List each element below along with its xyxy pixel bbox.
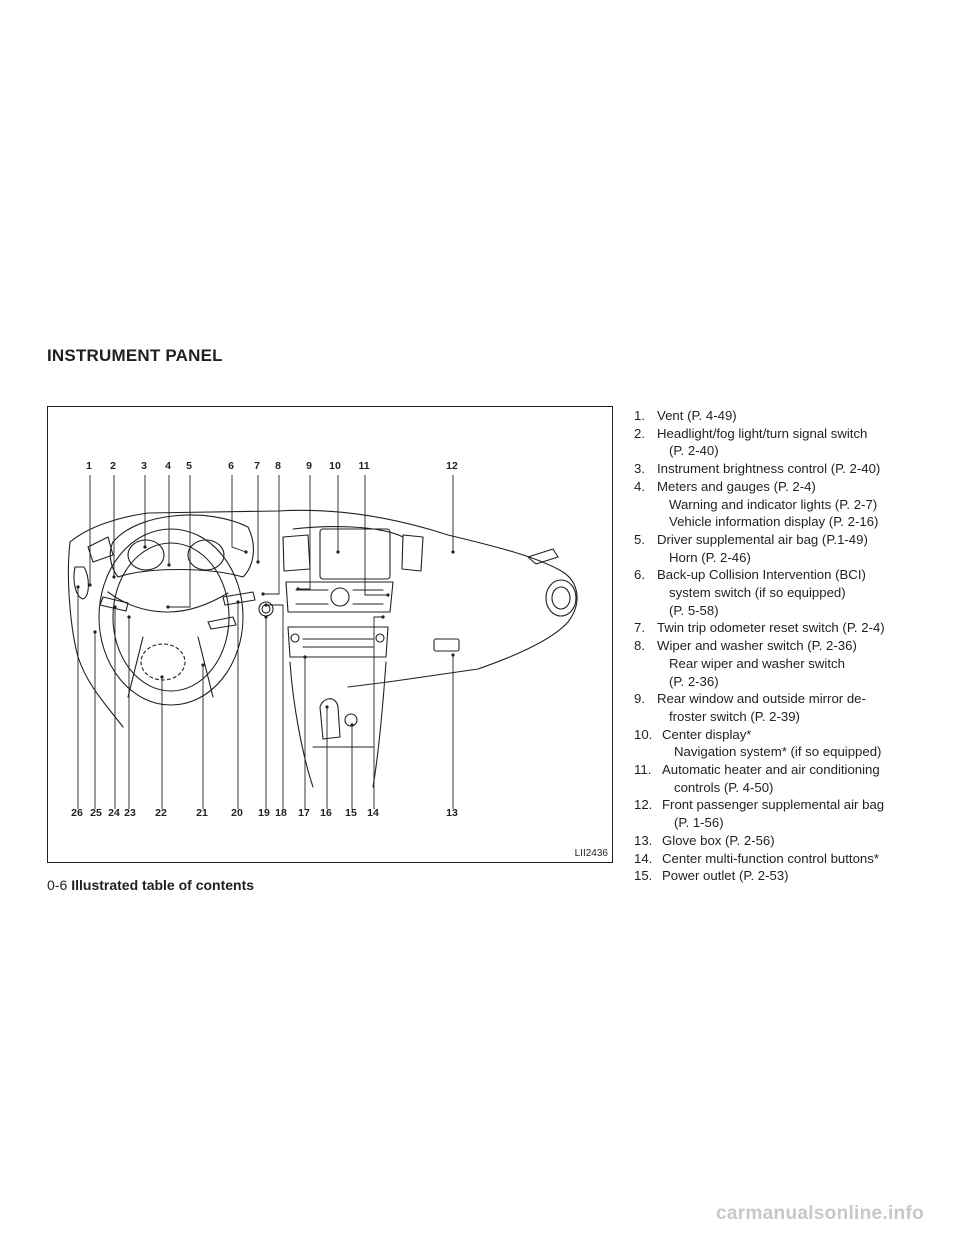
- legend-item-number: 12.: [634, 797, 653, 813]
- legend-item-number: 14.: [634, 850, 653, 866]
- callout-14: 14: [367, 807, 379, 819]
- legend-item-text: Headlight/fog light/turn signal switch: [657, 425, 868, 441]
- callout-12: 12: [446, 460, 458, 472]
- callout-23: 23: [124, 807, 136, 819]
- legend-item: 4. Meters and gauges (P. 2-4) Warning and …: [634, 478, 934, 531]
- legend-item: 7. Twin trip odometer reset switch (P. 2-…: [634, 619, 934, 637]
- page-number: 0-6: [47, 877, 68, 893]
- figure-id: LII2436: [574, 848, 608, 859]
- legend-item: 5. Driver supplemental air bag (P.1-49) Ho…: [634, 531, 934, 566]
- legend-item-text: (P. 2-40): [669, 443, 719, 459]
- legend-item-text: Rear wiper and washer switch: [669, 655, 845, 671]
- watermark: carmanualsonline.info: [716, 1203, 924, 1224]
- legend-item-text: Glove box (P. 2-56): [662, 832, 775, 848]
- legend-item-text: Horn (P. 2-46): [669, 549, 751, 565]
- legend-item-text: Rear window and outside mirror de-: [657, 691, 866, 707]
- legend-item-text: system switch (if so equipped): [669, 585, 846, 601]
- legend-item-number: 1.: [634, 408, 645, 423]
- legend-item-text: Warning and indicator lights (P. 2-7): [669, 496, 878, 512]
- legend-item-number: 3.: [634, 461, 645, 477]
- callout-3: 3: [141, 460, 147, 472]
- legend-item-number: 9.: [634, 691, 645, 707]
- legend-item-number: 5.: [634, 531, 645, 547]
- legend-item: 9. Rear window and outside mirror de-fros…: [634, 690, 934, 725]
- callout-16: 16: [320, 807, 332, 819]
- legend-item-text: Wiper and washer switch (P. 2-36): [657, 638, 857, 654]
- legend-item-text: Instrument brightness control (P. 2-40): [657, 461, 881, 477]
- legend-item-number: 4.: [634, 478, 645, 494]
- legend-item-number: 13.: [634, 832, 653, 848]
- legend-item-text: Vent (P. 4-49): [657, 408, 737, 423]
- callout-10: 10: [329, 460, 341, 472]
- legend-item-number: 8.: [634, 638, 645, 654]
- legend-item-text: Automatic heater and air conditioning: [662, 762, 880, 778]
- legend-item-text: froster switch (P. 2-39): [669, 708, 800, 724]
- footer-title: Illustrated table of contents: [71, 877, 255, 893]
- callout-24: 24: [108, 807, 120, 819]
- callout-5: 5: [186, 460, 192, 472]
- legend-item-number: 2.: [634, 425, 645, 441]
- legend-item: 12. Front passenger supplemental air bag (…: [634, 796, 934, 831]
- legend-item: 6. Back-up Collision Intervention (BCI) sy…: [634, 566, 934, 619]
- callout-20: 20: [231, 807, 243, 819]
- section-title: INSTRUMENT PANEL: [47, 346, 223, 365]
- callout-25: 25: [90, 807, 102, 819]
- legend-item-text: Vehicle information display (P. 2-16): [669, 514, 879, 530]
- legend-item-number: 15.: [634, 868, 653, 884]
- dashboard-illustration: [67, 475, 578, 809]
- legend-item: 3. Instrument brightness control (P. 2-40…: [634, 460, 934, 478]
- legend-item-text: controls (P. 4-50): [674, 779, 774, 795]
- callout-18: 18: [275, 807, 287, 819]
- legend-item-text: Navigation system* (if so equipped): [674, 744, 882, 760]
- legend-item-text: Twin trip odometer reset switch (P. 2-4): [657, 620, 885, 636]
- legend-item-text: (P. 5-58): [669, 602, 719, 618]
- legend-item-text: Front passenger supplemental air bag: [662, 797, 885, 813]
- callout-26: 26: [71, 807, 83, 819]
- callout-15: 15: [345, 807, 357, 819]
- legend-item-number: 6.: [634, 567, 645, 583]
- callout-19: 19: [258, 807, 270, 819]
- legend-item: 8. Wiper and washer switch (P. 2-36)Rear …: [634, 637, 934, 690]
- legend-item-text: (P. 2-36): [669, 673, 719, 689]
- legend-item: 13. Glove box (P. 2-56): [634, 832, 934, 850]
- callout-17: 17: [298, 807, 310, 819]
- callout-13: 13: [446, 807, 458, 819]
- callout-7: 7: [254, 460, 260, 472]
- instrument-panel-figure: LII2436: [47, 406, 613, 863]
- legend-item-text: Power outlet (P. 2-53): [662, 868, 789, 884]
- legend-item: 2. Headlight/fog light/turn signal switch…: [634, 425, 934, 460]
- callout-2: 2: [110, 460, 116, 472]
- callout-6: 6: [228, 460, 234, 472]
- callout-22: 22: [155, 807, 167, 819]
- legend-item: 14. Center multi-function control buttons…: [634, 850, 934, 868]
- legend-item: 11. Automatic heater and air conditioning…: [634, 761, 934, 796]
- legend-item: 10. Center display* Navigation system* (if…: [634, 726, 934, 761]
- legend-item-text: Center display*: [662, 726, 752, 742]
- legend-item: 1. Vent (P. 4-49): [634, 407, 934, 425]
- legend-item-text: (P. 1-56): [674, 815, 724, 831]
- legend-item-text: Center multi-function control buttons*: [662, 850, 879, 866]
- callout-8: 8: [275, 460, 281, 472]
- legend-item-number: 7.: [634, 620, 645, 636]
- legend-item-text: Back-up Collision Intervention (BCI): [657, 567, 866, 583]
- callout-21: 21: [196, 807, 208, 819]
- legend-item-number: 10.: [634, 726, 653, 742]
- legend-item-number: 11.: [634, 762, 652, 778]
- legend-item-text: Meters and gauges (P. 2-4): [657, 478, 816, 494]
- callout-11: 11: [358, 460, 370, 472]
- callout-4: 4: [165, 460, 171, 472]
- legend-item: 15. Power outlet (P. 2-53): [634, 867, 934, 885]
- legend-item-text: Driver supplemental air bag (P.1-49): [657, 531, 868, 547]
- legend-list: 1. Vent (P. 4-49) 2. Headlight/fog light/tu…: [634, 407, 934, 885]
- callout-1: 1: [86, 460, 92, 472]
- callout-9: 9: [306, 460, 312, 472]
